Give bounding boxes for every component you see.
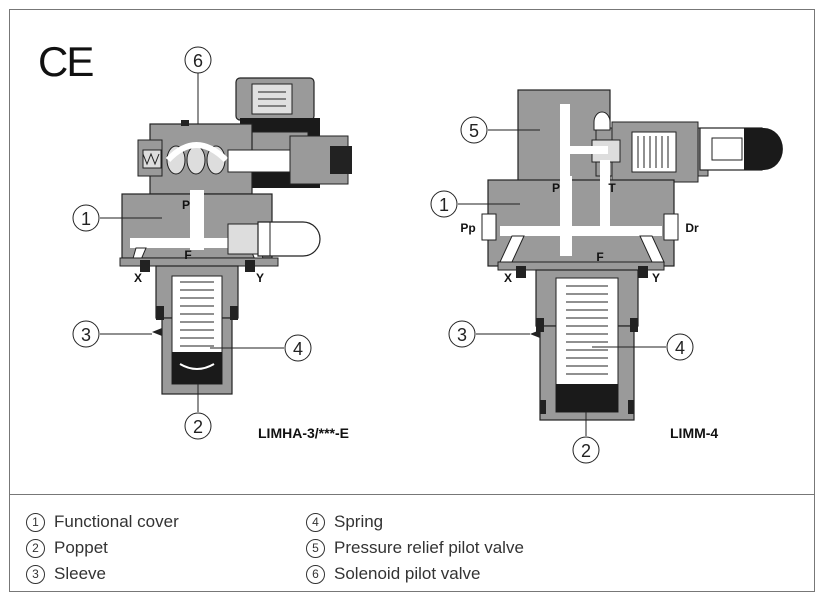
callout-3-right: 3 bbox=[448, 320, 476, 348]
legend-number: 3 bbox=[26, 565, 45, 584]
callout-5-right: 5 bbox=[460, 116, 488, 144]
legend-label: Pressure relief pilot valve bbox=[334, 538, 524, 557]
callout-3-left: 3 bbox=[72, 320, 100, 348]
callout-2-right: 2 bbox=[572, 436, 600, 464]
svg-text:2: 2 bbox=[581, 441, 591, 461]
legend-column-1: 1 Functional cover 2 Poppet 3 Sleeve bbox=[26, 509, 179, 587]
legend-item: 1 Functional cover bbox=[26, 509, 179, 535]
callout-1-right: 1 bbox=[430, 190, 458, 218]
legend-item: 6 Solenoid pilot valve bbox=[306, 561, 524, 587]
legend-label: Solenoid pilot valve bbox=[334, 564, 481, 583]
legend-item: 2 Poppet bbox=[26, 535, 179, 561]
left-port-x: X bbox=[134, 271, 142, 285]
callout-6-left: 6 bbox=[184, 46, 212, 74]
legend-label: Poppet bbox=[54, 538, 108, 557]
callout-4-left: 4 bbox=[284, 334, 312, 362]
right-port-x: X bbox=[504, 271, 512, 285]
svg-text:1: 1 bbox=[81, 209, 91, 229]
legend-number: 6 bbox=[306, 565, 325, 584]
legend-divider bbox=[9, 494, 815, 495]
svg-text:3: 3 bbox=[457, 325, 467, 345]
left-model-label: LIMHA-3/***-E bbox=[258, 425, 350, 441]
legend-number: 2 bbox=[26, 539, 45, 558]
right-model-label: LIMM-4 bbox=[670, 425, 719, 441]
legend-label: Functional cover bbox=[54, 512, 179, 531]
callout-4-right: 4 bbox=[666, 333, 694, 361]
right-port-pp: Pp bbox=[460, 221, 475, 235]
legend-label: Sleeve bbox=[54, 564, 106, 583]
left-port-y: Y bbox=[256, 271, 264, 285]
legend-label: Spring bbox=[334, 512, 384, 531]
legend-number: 1 bbox=[26, 513, 45, 532]
callouts: 6 1 3 4 2 5 1 3 4 2 bbox=[72, 46, 694, 464]
left-port-f: F bbox=[184, 248, 191, 262]
left-port-p: P bbox=[182, 198, 190, 212]
callout-2-left: 2 bbox=[184, 412, 212, 440]
legend-item: 5 Pressure relief pilot valve bbox=[306, 535, 524, 561]
right-port-f: F bbox=[596, 250, 603, 264]
right-port-y: Y bbox=[652, 271, 660, 285]
right-port-p: P bbox=[552, 181, 560, 195]
legend-number: 4 bbox=[306, 513, 325, 532]
svg-text:2: 2 bbox=[193, 417, 203, 437]
svg-text:5: 5 bbox=[469, 121, 479, 141]
right-port-dr: Dr bbox=[685, 221, 699, 235]
legend-number: 5 bbox=[306, 539, 325, 558]
right-port-t: T bbox=[608, 181, 616, 195]
left-valve bbox=[119, 77, 352, 395]
svg-text:3: 3 bbox=[81, 325, 91, 345]
svg-text:6: 6 bbox=[193, 51, 203, 71]
svg-text:4: 4 bbox=[675, 338, 685, 358]
ce-mark: CE bbox=[38, 38, 94, 85]
svg-text:1: 1 bbox=[439, 195, 449, 215]
right-valve bbox=[481, 89, 783, 421]
legend-item: 3 Sleeve bbox=[26, 561, 179, 587]
legend-column-2: 4 Spring 5 Pressure relief pilot valve 6 So… bbox=[306, 509, 524, 587]
svg-text:4: 4 bbox=[293, 339, 303, 359]
legend-item: 4 Spring bbox=[306, 509, 524, 535]
callout-1-left: 1 bbox=[72, 204, 100, 232]
